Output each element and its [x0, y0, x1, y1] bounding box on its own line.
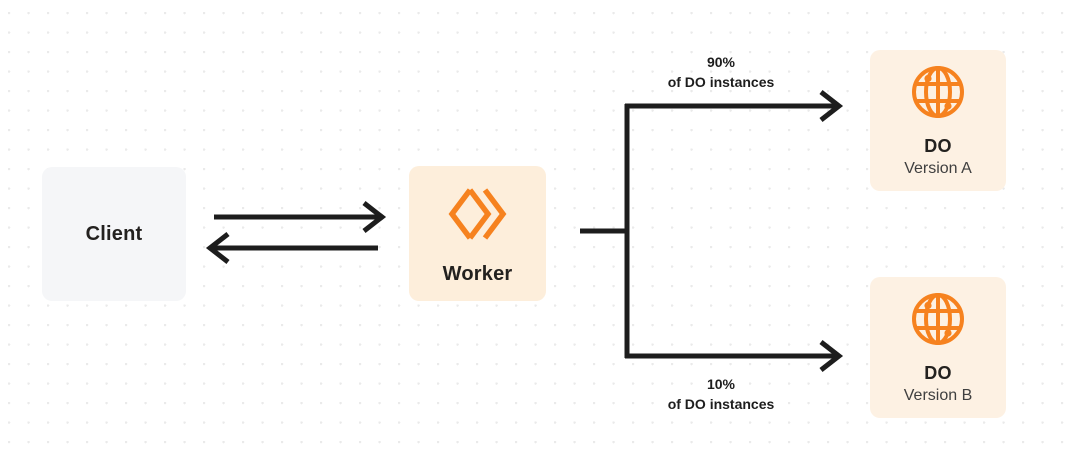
node-do-version-b[interactable]: DO Version B [870, 277, 1006, 418]
node-do-b-version: Version B [903, 386, 973, 404]
node-do-a-label: DO [924, 135, 952, 156]
globe-icon [910, 64, 966, 125]
node-client-label: Client [85, 222, 143, 245]
arrow-worker-to-client [205, 232, 378, 264]
arrow-head-do-a [819, 90, 844, 122]
node-do-version-a[interactable]: DO Version A [870, 50, 1006, 191]
arrow-head [205, 232, 230, 264]
edge-label-do-b-percent: 10% [706, 376, 736, 392]
branch-connector [580, 90, 844, 372]
node-do-b-label: DO [924, 362, 952, 383]
edge-label-do-a: 90% of DO instances [656, 52, 786, 92]
node-worker-label: Worker [442, 262, 513, 285]
cloudflare-workers-icon [446, 186, 510, 247]
arrow-client-to-worker [214, 201, 387, 233]
globe-icon [910, 291, 966, 352]
edge-label-do-b-text: of DO instances [667, 396, 775, 412]
node-client[interactable]: Client [42, 167, 186, 301]
edge-label-do-a-percent: 90% [706, 54, 736, 70]
node-do-a-version: Version A [904, 159, 972, 177]
node-worker[interactable]: Worker [409, 166, 546, 301]
edge-label-do-b: 10% of DO instances [656, 374, 786, 414]
edge-label-do-a-text: of DO instances [667, 74, 775, 90]
arrow-head-do-b [819, 340, 844, 372]
arrow-head [362, 201, 387, 233]
